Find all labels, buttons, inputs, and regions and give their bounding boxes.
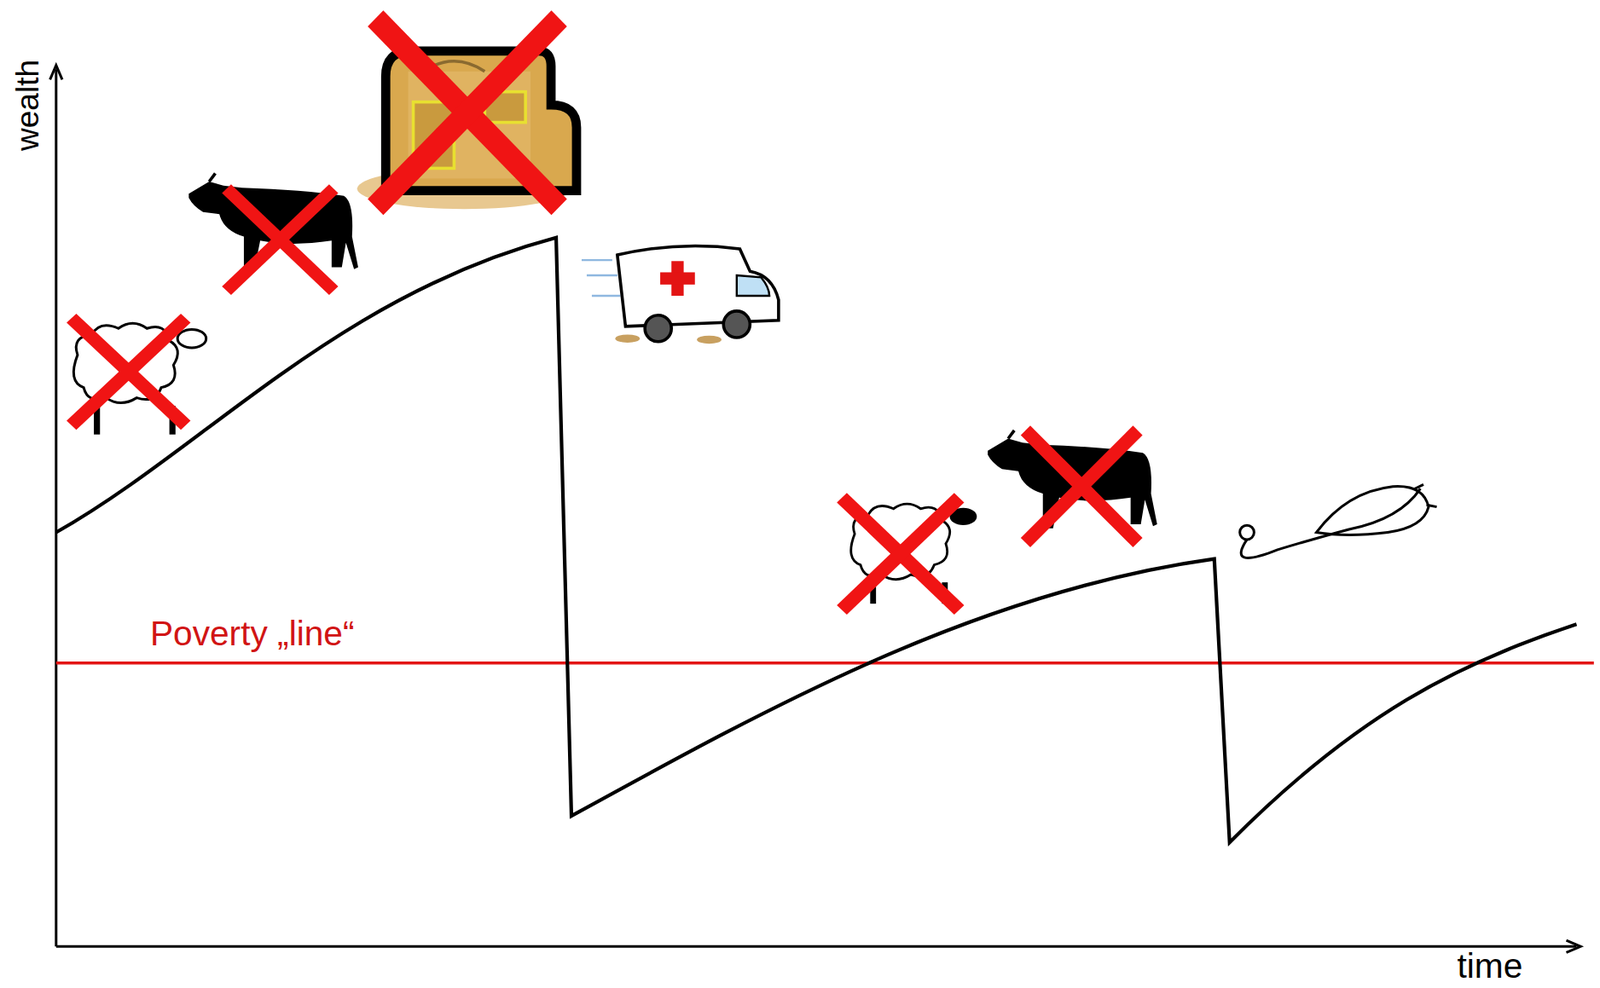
cross-mark <box>226 188 335 291</box>
stethoscope-icon <box>1240 484 1438 558</box>
cross-mark <box>71 318 186 426</box>
axis-label: time <box>1457 949 1524 985</box>
ambulance-icon <box>581 245 779 344</box>
cross-mark <box>375 18 559 208</box>
cross-mark <box>841 498 960 611</box>
cross-mark <box>1025 430 1138 544</box>
axis-label: wealth <box>11 59 44 151</box>
poverty-line-label: Poverty „line“ <box>150 616 355 652</box>
axes <box>50 65 1582 954</box>
poverty-line <box>56 661 1595 666</box>
wealth-curve <box>56 237 1577 843</box>
